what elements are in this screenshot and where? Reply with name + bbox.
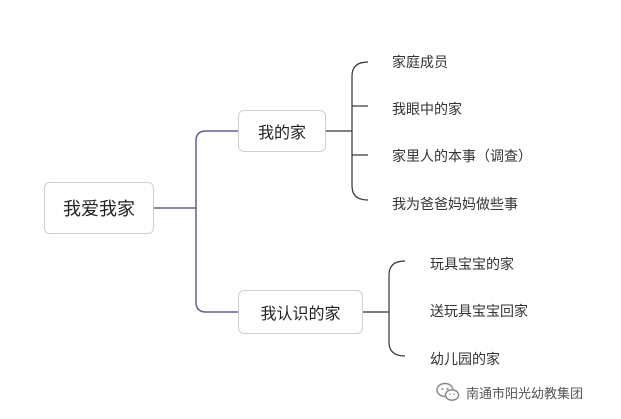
connector-root-branch-2 bbox=[195, 208, 238, 313]
branch-node-homes-i-know: 我认识的家 bbox=[238, 290, 363, 334]
branch-node-my-home: 我的家 bbox=[238, 110, 326, 152]
connector-root-branch-1 bbox=[154, 130, 238, 209]
root-node: 我爱我家 bbox=[44, 182, 154, 234]
leaf-family-skills-survey: 家里人的本事（调查） bbox=[392, 149, 532, 165]
leaf-send-toys-home: 送玩具宝宝回家 bbox=[430, 304, 528, 320]
leaf-do-things-for-parents: 我为爸爸妈妈做些事 bbox=[392, 197, 518, 213]
leaf-home-in-my-eyes: 我眼中的家 bbox=[392, 102, 462, 118]
connector-branch-1-bracket bbox=[351, 61, 369, 201]
leaf-toy-home: 玩具宝宝的家 bbox=[430, 257, 514, 273]
leaf-family-members: 家庭成员 bbox=[392, 55, 448, 71]
watermark: 南通市阳光幼教集团 bbox=[436, 380, 583, 404]
leaf-kindergarten-home: 幼儿园的家 bbox=[430, 352, 500, 368]
connector-branch-2-bracket bbox=[388, 260, 406, 357]
wechat-icon bbox=[436, 382, 460, 401]
watermark-text: 南通市阳光幼教集团 bbox=[466, 386, 584, 402]
